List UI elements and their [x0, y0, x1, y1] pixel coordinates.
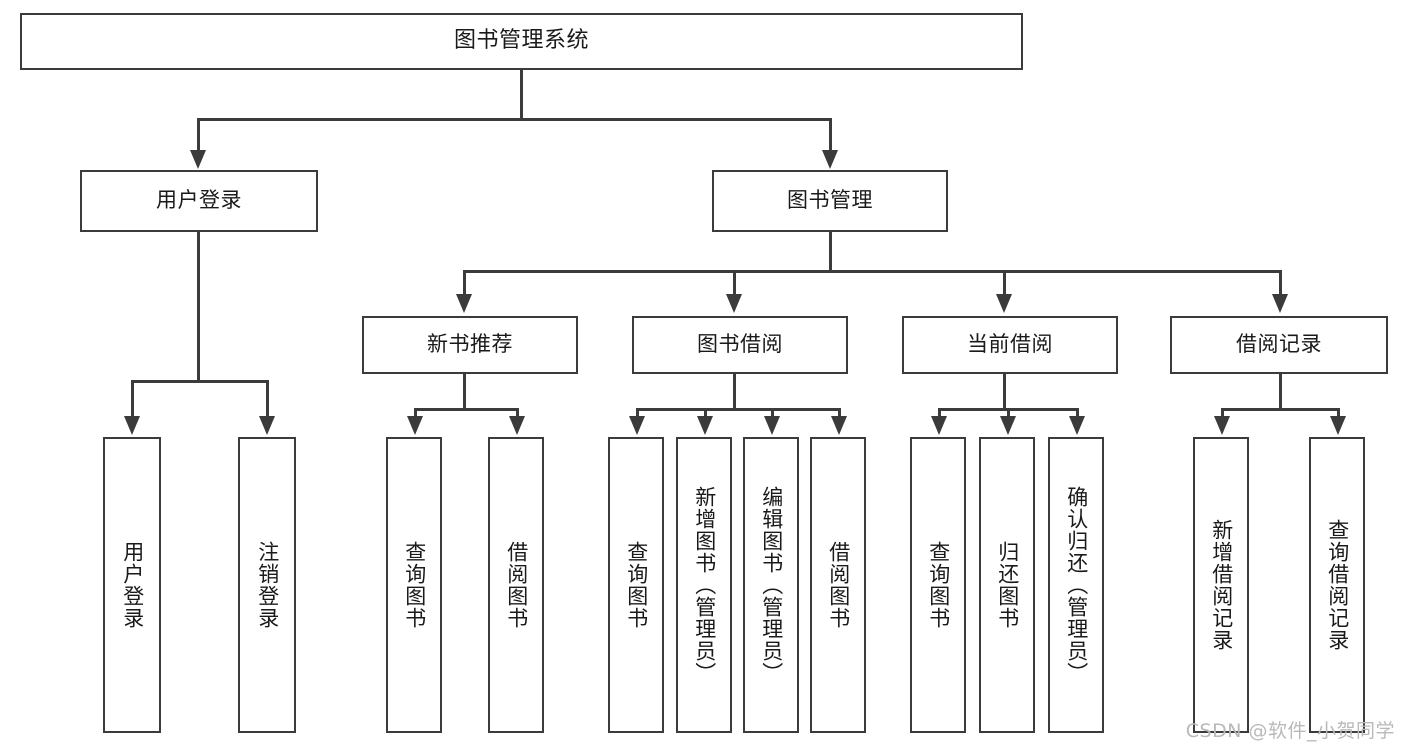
node-label: 归还图书 [995, 541, 1020, 629]
connector-current-borrow-drop-1 [938, 408, 941, 418]
connector-current-borrow-drop-2 [1007, 408, 1010, 418]
connector-book-borrow-drop-3 [771, 408, 774, 418]
node-book-management[interactable]: 图书管理 [712, 170, 948, 232]
node-label: 图书管理系统 [453, 28, 589, 54]
leaf-user-login-logout[interactable]: 注销登录 [238, 437, 296, 733]
arrowhead-to-book-borrow [726, 294, 742, 313]
connector-borrow-record-bus [1221, 408, 1340, 411]
leaf-user-login-login[interactable]: 用户登录 [103, 437, 161, 733]
node-label: 查询图书 [624, 541, 649, 629]
node-label: 借阅图书 [504, 541, 529, 629]
connector-user-login-drop-2 [266, 380, 269, 418]
node-label: 新增借阅记录 [1209, 519, 1234, 651]
connector-book-borrow-drop-4 [838, 408, 841, 418]
connector-level3-drop-3 [1003, 270, 1006, 296]
connector-current-borrow-stem [1003, 374, 1006, 408]
connector-user-login-bus [131, 380, 269, 383]
connector-current-borrow-drop-3 [1076, 408, 1079, 418]
node-new-book-recommend[interactable]: 新书推荐 [362, 316, 578, 374]
arrowhead-to-new-book [456, 294, 472, 313]
leaf-borrow-record-add[interactable]: 新增借阅记录 [1193, 437, 1249, 733]
connector-book-borrow-bus [636, 408, 840, 411]
node-label: 注销登录 [255, 541, 280, 629]
connector-level3-drop-4 [1279, 270, 1282, 296]
node-label: 图书借阅 [697, 332, 783, 357]
connector-level3-bus [463, 270, 1281, 273]
leaf-borrow-record-query[interactable]: 查询借阅记录 [1309, 437, 1365, 733]
node-label: 当前借阅 [967, 332, 1053, 357]
node-label: 借阅记录 [1236, 332, 1322, 357]
leaf-new-book-query[interactable]: 查询图书 [386, 437, 442, 733]
arrowhead-to-book-manage [822, 150, 838, 169]
arrowhead-leaf-new-book-1 [407, 416, 423, 435]
arrowhead-leaf-user-login-2 [259, 416, 275, 435]
arrowhead-to-current-borrow [996, 294, 1012, 313]
connector-book-borrow-drop-2 [704, 408, 707, 418]
connector-new-book-drop-1 [414, 408, 417, 418]
arrowhead-leaf-book-borrow-2 [697, 416, 713, 435]
connector-new-book-bus [414, 408, 519, 411]
leaf-book-borrow-add[interactable]: 新增图书（管理员） [676, 437, 732, 733]
arrowhead-leaf-borrow-record-2 [1330, 416, 1346, 435]
node-borrow-record[interactable]: 借阅记录 [1170, 316, 1388, 374]
node-label: 新书推荐 [427, 332, 513, 357]
connector-level3-drop-1 [463, 270, 466, 296]
connector-book-borrow-stem [733, 374, 736, 408]
arrowhead-leaf-current-borrow-3 [1069, 416, 1085, 435]
node-label: 查询图书 [402, 541, 427, 629]
connector-level2-drop-right [829, 118, 832, 150]
leaf-book-borrow-edit[interactable]: 编辑图书（管理员） [743, 437, 799, 733]
connector-new-book-stem [463, 374, 466, 408]
node-label: 查询图书 [926, 541, 951, 629]
arrowhead-leaf-new-book-2 [509, 416, 525, 435]
node-label: 编辑图书（管理员） [759, 486, 784, 684]
node-label: 图书管理 [787, 188, 873, 213]
connector-borrow-record-drop-2 [1337, 408, 1340, 418]
connector-new-book-drop-2 [516, 408, 519, 418]
leaf-current-borrow-confirm[interactable]: 确认归还（管理员） [1048, 437, 1104, 733]
connector-level2-bus [197, 118, 831, 121]
node-label: 确认归还（管理员） [1064, 486, 1089, 684]
connector-borrow-record-drop-1 [1221, 408, 1224, 418]
node-book-borrow[interactable]: 图书借阅 [632, 316, 848, 374]
leaf-book-borrow-query[interactable]: 查询图书 [608, 437, 664, 733]
connector-book-manage-stem [829, 232, 832, 270]
node-label: 用户登录 [120, 541, 145, 629]
leaf-book-borrow-borrow[interactable]: 借阅图书 [810, 437, 866, 733]
node-label: 新增图书（管理员） [692, 486, 717, 684]
node-root-system[interactable]: 图书管理系统 [20, 13, 1023, 70]
arrowhead-to-user-login [190, 150, 206, 169]
node-label: 用户登录 [156, 188, 242, 213]
arrowhead-leaf-borrow-record-1 [1214, 416, 1230, 435]
node-current-borrow[interactable]: 当前借阅 [902, 316, 1118, 374]
node-label: 借阅图书 [826, 541, 851, 629]
connector-book-borrow-drop-1 [636, 408, 639, 418]
arrowhead-leaf-current-borrow-2 [1000, 416, 1016, 435]
arrowhead-leaf-user-login-1 [124, 416, 140, 435]
node-user-login[interactable]: 用户登录 [80, 170, 318, 232]
connector-borrow-record-stem [1279, 374, 1282, 408]
arrowhead-leaf-book-borrow-4 [831, 416, 847, 435]
connector-root-stem [520, 70, 523, 118]
csdn-watermark: CSDN @软件_小贺同学 [1185, 720, 1395, 742]
arrowhead-to-borrow-record [1272, 294, 1288, 313]
connector-user-login-drop-1 [131, 380, 134, 418]
arrowhead-leaf-book-borrow-1 [629, 416, 645, 435]
connector-level3-drop-2 [733, 270, 736, 296]
arrowhead-leaf-book-borrow-3 [764, 416, 780, 435]
connector-user-login-stem [197, 232, 200, 380]
leaf-current-borrow-query[interactable]: 查询图书 [910, 437, 966, 733]
connector-level2-drop-left [197, 118, 200, 150]
arrowhead-leaf-current-borrow-1 [931, 416, 947, 435]
leaf-new-book-borrow[interactable]: 借阅图书 [488, 437, 544, 733]
leaf-current-borrow-return[interactable]: 归还图书 [979, 437, 1035, 733]
node-label: 查询借阅记录 [1325, 519, 1350, 651]
